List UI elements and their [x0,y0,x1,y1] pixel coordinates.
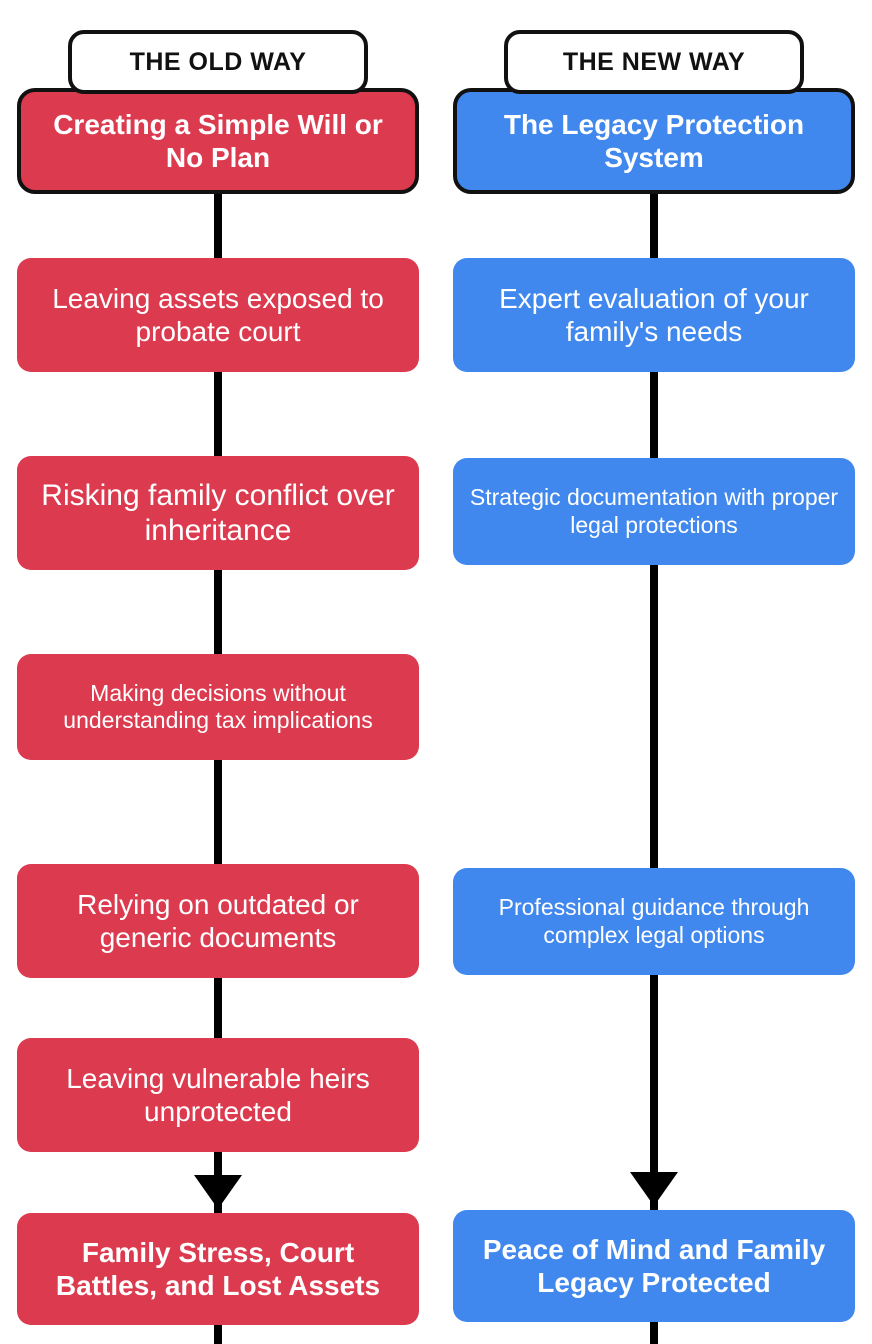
node-label: Professional guidance through complex le… [498,894,810,948]
node-old-way-5[interactable]: Relying on outdated or generic documents [17,864,419,978]
node-new-way-outcome[interactable]: Peace of Mind and Family Legacy Protecte… [453,1210,855,1322]
column-new-way: THE NEW WAY The Legacy Protection System… [436,0,872,1344]
node-label: Strategic documentation with proper lega… [469,484,839,538]
node-label: Expert evaluation of your family's needs [499,282,809,347]
node-label: Making decisions without understanding t… [63,679,373,733]
node-new-way-2[interactable]: Expert evaluation of your family's needs [453,258,855,372]
column-header-new-way: THE NEW WAY [504,30,804,94]
node-label: Creating a Simple Will or No Plan [53,108,383,173]
node-old-way-3[interactable]: Risking family conflict over inheritance [17,456,419,570]
node-old-way-6[interactable]: Leaving vulnerable heirs unprotected [17,1038,419,1152]
node-new-way-4[interactable]: Professional guidance through complex le… [453,868,855,975]
node-new-way-1[interactable]: The Legacy Protection System [453,88,855,194]
node-label: Leaving assets exposed to probate court [52,282,384,347]
node-label: The Legacy Protection System [503,108,805,173]
connector-line-new-way [650,186,658,1344]
node-old-way-1[interactable]: Creating a Simple Will or No Plan [17,88,419,194]
node-old-way-outcome[interactable]: Family Stress, Court Battles, and Lost A… [17,1213,419,1325]
node-label: Leaving vulnerable heirs unprotected [66,1062,370,1127]
node-label: Peace of Mind and Family Legacy Protecte… [482,1233,826,1298]
connector-line-old-way [214,186,222,1344]
node-label: Family Stress, Court Battles, and Lost A… [55,1236,381,1301]
node-old-way-2[interactable]: Leaving assets exposed to probate court [17,258,419,372]
arrow-head-icon-old-way [194,1175,242,1209]
node-old-way-4[interactable]: Making decisions without understanding t… [17,654,419,760]
column-header-old-way: THE OLD WAY [68,30,368,94]
node-new-way-3[interactable]: Strategic documentation with proper lega… [453,458,855,565]
node-label: Relying on outdated or generic documents [77,888,359,953]
node-label: Risking family conflict over inheritance [41,478,395,547]
arrow-head-icon-new-way [630,1172,678,1206]
column-old-way: THE OLD WAY Creating a Simple Will or No… [17,30,419,1344]
